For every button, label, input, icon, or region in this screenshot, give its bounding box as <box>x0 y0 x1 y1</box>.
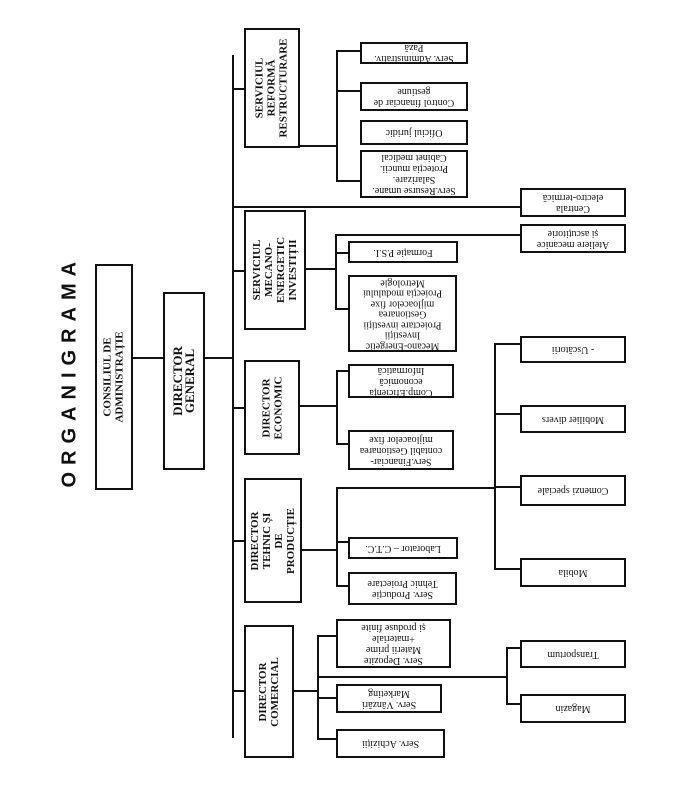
unit-productie: Serv. Producție Tehnic Proiectare <box>348 572 457 605</box>
connector <box>205 357 234 359</box>
group-line <box>336 487 338 587</box>
connector <box>336 541 348 543</box>
general-director-label: DIRECTOR GENERAL <box>170 346 197 416</box>
unit-label: Centrala electro-termică <box>542 191 604 214</box>
unit-ateliere: Ateliere mecanice și ascuțitorie <box>520 224 626 253</box>
connector <box>317 738 336 740</box>
dept-label: SERVICIUL MECANO-ENERGETIC INVESTIȚII <box>251 236 300 304</box>
unit-label: Laborator – C.T.C. <box>365 542 441 554</box>
dept-mecano-box: SERVICIUL MECANO-ENERGETIC INVESTIȚII <box>244 210 306 330</box>
unit-label: Mobila <box>558 567 588 578</box>
dept-label: DIRECTOR ECONOMIC <box>260 376 285 439</box>
group-line <box>336 50 338 182</box>
unit-label: Formație P.S.I. <box>373 246 433 258</box>
unit-label: Mobilier divers <box>542 413 604 425</box>
connector <box>232 407 244 409</box>
connector <box>300 405 337 407</box>
dept-label: SERVICIUL REFORMĂ RESTRUCTURARE <box>254 38 290 138</box>
unit-magazin: Magazin <box>520 694 626 723</box>
board-label: CONSILIUL DE ADMINISTRAȚIE <box>102 331 127 423</box>
unit-label: Comenzi speciale <box>537 485 609 496</box>
unit-transport: Transportum <box>520 640 626 668</box>
connector <box>306 268 337 270</box>
unit-mobila: Mobila <box>520 558 626 587</box>
unit-financiar: Serv.Financiar- contabil Gestionarea mij… <box>348 430 454 470</box>
connector <box>494 413 520 415</box>
dept-comercial-box: DIRECTOR COMERCIAL <box>244 625 294 758</box>
connector <box>336 443 348 445</box>
connector <box>506 647 520 649</box>
unit-label: Comp.Eficiența economică Informatică <box>369 364 433 398</box>
connector <box>232 88 244 90</box>
connector <box>232 206 520 208</box>
unit-eficienta: Comp.Eficiența economică Informatică <box>348 364 454 398</box>
unit-label: Control financiar de gestiune <box>373 85 455 108</box>
unit-laborator: Laborator – C.T.C. <box>348 537 458 559</box>
dept-reforma-box: SERVICIUL REFORMĂ RESTRUCTURARE <box>244 28 300 148</box>
board-box: CONSILIUL DE ADMINISTRAȚIE <box>95 264 133 490</box>
connector <box>232 690 244 692</box>
unit-juridic: Oficiul juridic <box>360 120 468 145</box>
unit-label: Serv. Achiziții <box>361 738 420 749</box>
connector <box>336 90 360 92</box>
unit-resurse: Serv.Resurse umane. Salarizare. Protecți… <box>360 150 468 198</box>
connector <box>232 540 244 542</box>
unit-label: Oficiul juridic <box>385 127 443 138</box>
group-line <box>336 370 338 445</box>
group-line <box>335 234 337 310</box>
dept-label: DIRECTOR COMERCIAL <box>257 656 282 727</box>
trunk-line <box>232 55 234 738</box>
unit-paza: Serv. Administrativ. Pază <box>360 42 468 64</box>
connector <box>336 50 360 52</box>
unit-label: Serv. Administrativ. Pază <box>374 42 454 64</box>
unit-label: Magazin <box>555 703 591 714</box>
unit-achizitii: Serv. Achiziții <box>336 729 445 758</box>
chart-title: ORGANIGRAMA <box>58 254 81 488</box>
group-line <box>317 635 319 740</box>
unit-comenzi: Comenzi speciale <box>520 475 626 506</box>
unit-label: Serv. Vânzări Marketing <box>361 687 417 710</box>
unit-mecano-investitii: Mecano-Energetic Investiții Proiectare i… <box>348 275 457 352</box>
group-line <box>494 343 496 570</box>
unit-label: Serv.Resurse umane. Salarizare. Protecți… <box>372 152 456 196</box>
connector <box>335 252 348 254</box>
connector <box>133 357 163 359</box>
group-line <box>506 647 508 705</box>
connector <box>336 370 348 372</box>
connector <box>336 487 496 489</box>
unit-psi: Formație P.S.I. <box>348 241 458 263</box>
connector <box>317 635 336 637</box>
connector <box>494 568 520 570</box>
connector <box>294 690 319 692</box>
connector <box>506 703 520 705</box>
unit-label: Ateliere mecanice și ascuțitorie <box>536 227 610 250</box>
unit-label: Serv.Financiar- contabil Gestionarea mij… <box>359 433 443 467</box>
connector <box>302 549 337 551</box>
unit-depozite: Serv. Depozite Materii prime +materiale … <box>336 619 451 668</box>
unit-label: - Uscătorii <box>551 344 595 355</box>
unit-label: Transportum <box>547 648 599 660</box>
unit-label: Serv. Depozite Materii prime +materiale … <box>361 621 426 666</box>
unit-control: Control financiar de gestiune <box>360 82 468 111</box>
connector <box>300 145 337 147</box>
connector <box>335 308 348 310</box>
connector <box>335 234 520 236</box>
unit-uscatorii: - Uscătorii <box>520 336 626 363</box>
connector <box>336 180 360 182</box>
unit-label: Serv. Producție Tehnic Proiectare <box>367 577 438 600</box>
connector <box>494 486 520 488</box>
connector <box>494 343 520 345</box>
dept-economic-box: DIRECTOR ECONOMIC <box>244 360 300 455</box>
connector <box>232 270 244 272</box>
unit-mobilier: Mobilier divers <box>520 405 626 433</box>
unit-label: Mecano-Energetic Investiții Proiectare i… <box>362 277 443 352</box>
unit-centrala: Centrala electro-termică <box>520 188 626 217</box>
connector <box>336 585 348 587</box>
unit-vanzari: Serv. Vânzări Marketing <box>336 684 442 713</box>
dept-label: DIRECTOR TEHNIC ȘI DE PRODUCȚIE <box>249 507 298 574</box>
dept-tehnic-box: DIRECTOR TEHNIC ȘI DE PRODUCȚIE <box>244 478 302 603</box>
connector <box>317 676 507 678</box>
connector <box>317 697 336 699</box>
general-director-box: DIRECTOR GENERAL <box>163 292 205 470</box>
